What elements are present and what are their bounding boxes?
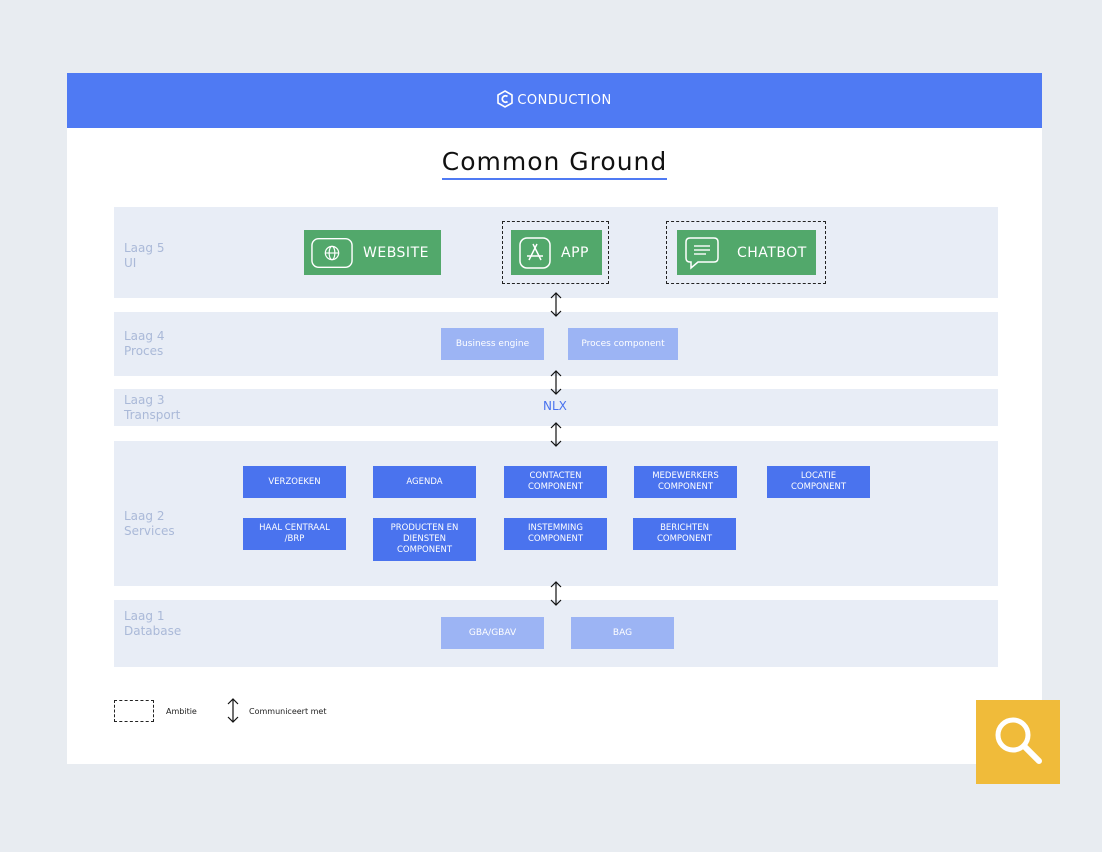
layer-proces: Laag 4 Proces Business engine Proces com…	[114, 312, 998, 376]
diagram-card: CONDUCTION Common Ground Laag 5 UI WEBSI…	[67, 73, 1042, 764]
app-button[interactable]: APP	[511, 230, 602, 275]
website-button[interactable]: WEBSITE	[304, 230, 441, 275]
chat-bubble-icon	[684, 236, 720, 270]
layer-database-name: Database	[124, 624, 182, 638]
service-locatie[interactable]: LOCATIE COMPONENT	[767, 466, 870, 498]
layer-transport: Laag 3 Transport	[114, 389, 998, 426]
layer-transport-number: Laag 3	[124, 393, 165, 407]
database-gba-box[interactable]: GBA/GBAV	[441, 617, 544, 649]
double-arrow-icon	[550, 581, 562, 606]
conduction-logo-icon	[497, 89, 514, 112]
brand-name: CONDUCTION	[517, 93, 612, 108]
layer-proces-label: Laag 4 Proces	[124, 329, 164, 359]
layer-database: Laag 1 Database GBA/GBAV BAG	[114, 600, 998, 667]
search-icon	[992, 714, 1044, 770]
database-bag-box[interactable]: BAG	[571, 617, 674, 649]
layer-ui-label: Laag 5 UI	[124, 241, 164, 271]
app-ambition-outline	[502, 221, 609, 284]
layer-services-name: Services	[124, 524, 175, 538]
layer-transport-label: Laag 3 Transport	[124, 393, 180, 423]
layer-ui: Laag 5 UI WEBSITE	[114, 207, 998, 298]
service-verzoeken[interactable]: VERZOEKEN	[243, 466, 346, 498]
app-store-icon	[518, 236, 552, 269]
header-bar: CONDUCTION	[67, 73, 1042, 128]
layer-database-number: Laag 1	[124, 609, 165, 623]
layer-services-label: Laag 2 Services	[124, 509, 175, 539]
page-title-wrap: Common Ground	[67, 147, 1042, 180]
layer-ui-name: UI	[124, 256, 137, 270]
globe-icon	[311, 237, 353, 268]
layer-database-label: Laag 1 Database	[124, 609, 181, 639]
legend-dashed-icon	[114, 700, 154, 722]
service-medewerkers[interactable]: MEDEWERKERS COMPONENT	[634, 466, 737, 498]
nlx-label: NLX	[543, 399, 567, 413]
service-berichten[interactable]: BERICHTEN COMPONENT	[633, 518, 736, 550]
chatbot-button[interactable]: CHATBOT	[677, 230, 816, 275]
layer-ui-number: Laag 5	[124, 241, 165, 255]
service-agenda[interactable]: AGENDA	[373, 466, 476, 498]
service-contacten[interactable]: CONTACTEN COMPONENT	[504, 466, 607, 498]
layer-proces-name: Proces	[124, 344, 164, 358]
chatbot-label: CHATBOT	[737, 244, 807, 261]
service-haal-centraal[interactable]: HAAL CENTRAAL /BRP	[243, 518, 346, 550]
double-arrow-icon	[550, 292, 562, 317]
layer-services: Laag 2 Services VERZOEKEN AGENDA CONTACT…	[114, 441, 998, 586]
legend-ambitie: Ambitie	[166, 707, 197, 716]
search-button[interactable]	[976, 700, 1060, 784]
legend-arrow-icon	[227, 698, 239, 723]
app-label: APP	[561, 244, 589, 261]
service-instemming[interactable]: INSTEMMING COMPONENT	[504, 518, 607, 550]
double-arrow-icon	[550, 370, 562, 395]
chatbot-ambition-outline	[666, 221, 826, 284]
website-label: WEBSITE	[363, 244, 429, 261]
legend-communiceert: Communiceert met	[249, 707, 327, 716]
layer-services-number: Laag 2	[124, 509, 165, 523]
layer-proces-number: Laag 4	[124, 329, 165, 343]
service-producten[interactable]: PRODUCTEN EN DIENSTEN COMPONENT	[373, 518, 476, 561]
layer-transport-name: Transport	[124, 408, 181, 422]
page-title: Common Ground	[441, 147, 668, 180]
proces-component-box[interactable]: Proces component	[568, 328, 678, 360]
business-engine-box[interactable]: Business engine	[441, 328, 544, 360]
double-arrow-icon	[550, 422, 562, 447]
